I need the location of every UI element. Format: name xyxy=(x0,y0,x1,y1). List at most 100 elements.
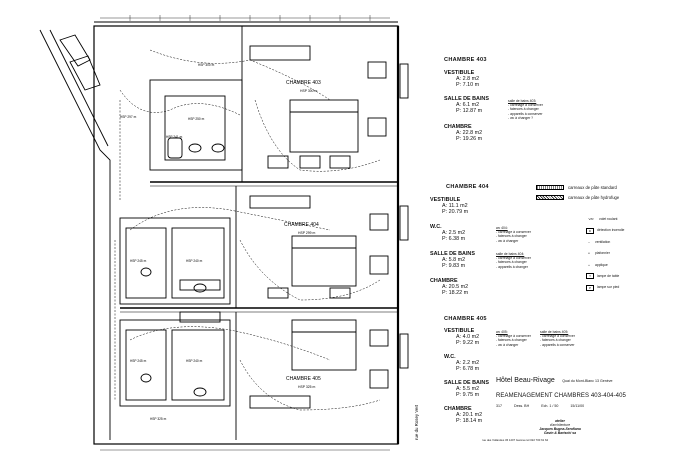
note-line: - carrelage à conserver xyxy=(496,334,531,339)
area-label: SALLE DE BAINS xyxy=(444,380,489,386)
legend-label: applique xyxy=(595,262,608,267)
note-line: - appareils à changer xyxy=(496,264,528,269)
area-block: VESTIBULE A: 2.8 m2 P: 7.10 m xyxy=(444,70,479,88)
project-title: REAMENAGEMENT CHAMBRES 403-404-405 xyxy=(496,393,626,399)
note-line: - carrelage à conserver xyxy=(496,230,531,235)
note-line: - faiences à changer xyxy=(496,338,527,343)
legend-row: + applique xyxy=(586,260,624,271)
perimeter-value: P: 6.78 m xyxy=(456,366,480,373)
title-block: Hôtel Beau-Rivage Quai du Mont-Blanc 13 … xyxy=(496,369,668,408)
area-label: CHAMBRE xyxy=(430,278,458,284)
bath-403 xyxy=(149,79,243,171)
office-footer: rue des Vollandes 36 1207 Genève tél 022… xyxy=(482,438,549,442)
area-label: CHAMBRE xyxy=(444,406,472,412)
bath-404 xyxy=(119,217,231,305)
hatch-standard-icon xyxy=(536,185,564,191)
area-label: W.C. xyxy=(444,354,456,360)
legend-label: lampe sur pied xyxy=(597,285,620,290)
bed-404 xyxy=(291,235,357,287)
hsp-label: HSP 245 m xyxy=(130,259,147,263)
ceiling-light-icon: o xyxy=(588,251,590,256)
area-block: W.C. A: 2.5 m2 P: 6.38 m xyxy=(430,224,465,242)
note-line: - carrelage à conserver xyxy=(496,256,531,261)
legend-label: détection incendie xyxy=(597,228,625,233)
hotel-name: Hôtel Beau-Rivage xyxy=(496,377,555,384)
bed-403 xyxy=(289,99,359,153)
note-line: - carrelage à conserver xyxy=(508,103,543,108)
title-line: Hôtel Beau-Rivage Quai du Mont-Blanc 13 … xyxy=(496,369,668,387)
notes-panel: CHAMBRE 403 VESTIBULE A: 2.8 m2 P: 7.10 … xyxy=(430,0,680,466)
hsp-label: HSP 241 m xyxy=(166,135,183,139)
perimeter-value: P: 9.75 m xyxy=(456,392,480,399)
table-lamp-icon: T xyxy=(586,273,594,280)
floor-plan: CHAMBRE 403 HSP 300 m CHAMBRE 404 HSP 29… xyxy=(39,15,419,451)
area-value: A: 20.5 m2 xyxy=(442,284,469,290)
room-label-405: CHAMBRE 405 xyxy=(286,376,321,382)
room-hsp-403: HSP 300 m xyxy=(300,89,317,93)
area-block: W.C. A: 2.2 m2 P: 6.78 m xyxy=(444,354,479,372)
bed-405 xyxy=(291,319,357,371)
hsp-label: HSP 240 m xyxy=(186,359,203,363)
area-label: CHAMBRE xyxy=(444,124,472,130)
area-label: SALLE DE BAINS xyxy=(444,96,489,102)
area-label: VESTIBULE xyxy=(444,70,475,76)
area-block: CHAMBRE A: 20.5 m2 P: 18.22 m xyxy=(430,278,468,296)
office-stamp: atelier d'architecture Jacques Bugna-Ser… xyxy=(520,419,600,435)
room-title-404: CHAMBRE 404 xyxy=(446,184,489,190)
area-label: SALLE DE BAINS xyxy=(430,251,475,257)
note-line: - faiences à changer xyxy=(496,234,527,239)
drawn-by: Dess. BH xyxy=(514,404,530,408)
area-block: VESTIBULE A: 11.1 m2 P: 20.79 m xyxy=(430,197,468,215)
area-value: A: 6.1 m2 xyxy=(456,102,480,108)
date: 15/11/00 xyxy=(570,404,585,408)
room-hsp-405: HSP 325 m xyxy=(298,385,315,389)
smoke-detector-icon: D xyxy=(586,227,594,234)
area-block: CHAMBRE A: 22.8 m2 P: 19.26 m xyxy=(444,124,482,142)
perimeter-value: P: 9.83 m xyxy=(442,263,466,270)
diagonal-wall xyxy=(39,29,111,440)
building-outline xyxy=(93,25,399,445)
legend-floor-hydrofuge: carreaux de pâte hydrofuge xyxy=(536,195,619,201)
note-line: - appareils à conserver xyxy=(540,342,575,347)
legend-label: volet roulant xyxy=(599,217,618,221)
room-label-404: CHAMBRE 404 xyxy=(284,222,319,228)
perimeter-value: P: 7.10 m xyxy=(456,82,480,89)
perimeter-value: P: 6.38 m xyxy=(442,236,466,243)
hsp-label: HSP 297 m xyxy=(120,115,137,119)
perimeter-value: P: 18.22 m xyxy=(442,290,469,297)
room-hsp-404: HSP 299 m xyxy=(298,231,315,235)
notes-title: salle de bains 404: xyxy=(496,252,525,256)
wall-light-icon: + xyxy=(588,262,590,267)
street-label: rue du Rosey Vert xyxy=(414,404,419,440)
floor-lamp-icon: P xyxy=(586,284,594,291)
notes-title: wc 404: xyxy=(496,226,508,230)
perimeter-value: P: 20.79 m xyxy=(442,209,469,216)
hsp-label: HSP 250 m xyxy=(188,117,205,121)
hatch-hydrofuge-icon xyxy=(536,195,564,201)
hsp-label: HSP 300 m xyxy=(198,63,215,67)
note-line: - wc à changer xyxy=(496,342,519,347)
area-value: A: 5.5 m2 xyxy=(456,386,480,392)
area-value: A: 5.8 m2 xyxy=(442,257,466,263)
wc-notes-404: wc 404: - carrelage à conserver - faienc… xyxy=(496,226,531,243)
room-title-403: CHAMBRE 403 xyxy=(444,57,487,63)
notes-title: wc 405: xyxy=(496,330,508,334)
plan-number: 317 xyxy=(496,404,502,408)
legend-label: ventilation xyxy=(595,239,611,244)
room-title-405: CHAMBRE 405 xyxy=(444,316,487,322)
hsp-label: HSP 325 m xyxy=(150,417,167,421)
ventilation-icon: ~ xyxy=(588,239,590,244)
hotel-address: Quai du Mont-Blanc 13 Genève xyxy=(562,379,613,383)
perimeter-value: P: 12.87 m xyxy=(456,108,483,115)
area-value: A: 11.1 m2 xyxy=(442,203,468,209)
note-line: - faiences à changer xyxy=(496,260,527,265)
perimeter-value: P: 19.26 m xyxy=(456,136,483,143)
perimeter-value: P: 18.14 m xyxy=(456,418,483,425)
wc-notes-405: wc 405: - carrelage à conserver - faienc… xyxy=(496,330,531,347)
bath-notes-404: salle de bains 404: - carrelage à conser… xyxy=(496,252,531,269)
legend-label: plafonnier xyxy=(595,251,610,256)
bath-405 xyxy=(119,319,231,407)
room-label-403: CHAMBRE 403 xyxy=(286,80,321,86)
